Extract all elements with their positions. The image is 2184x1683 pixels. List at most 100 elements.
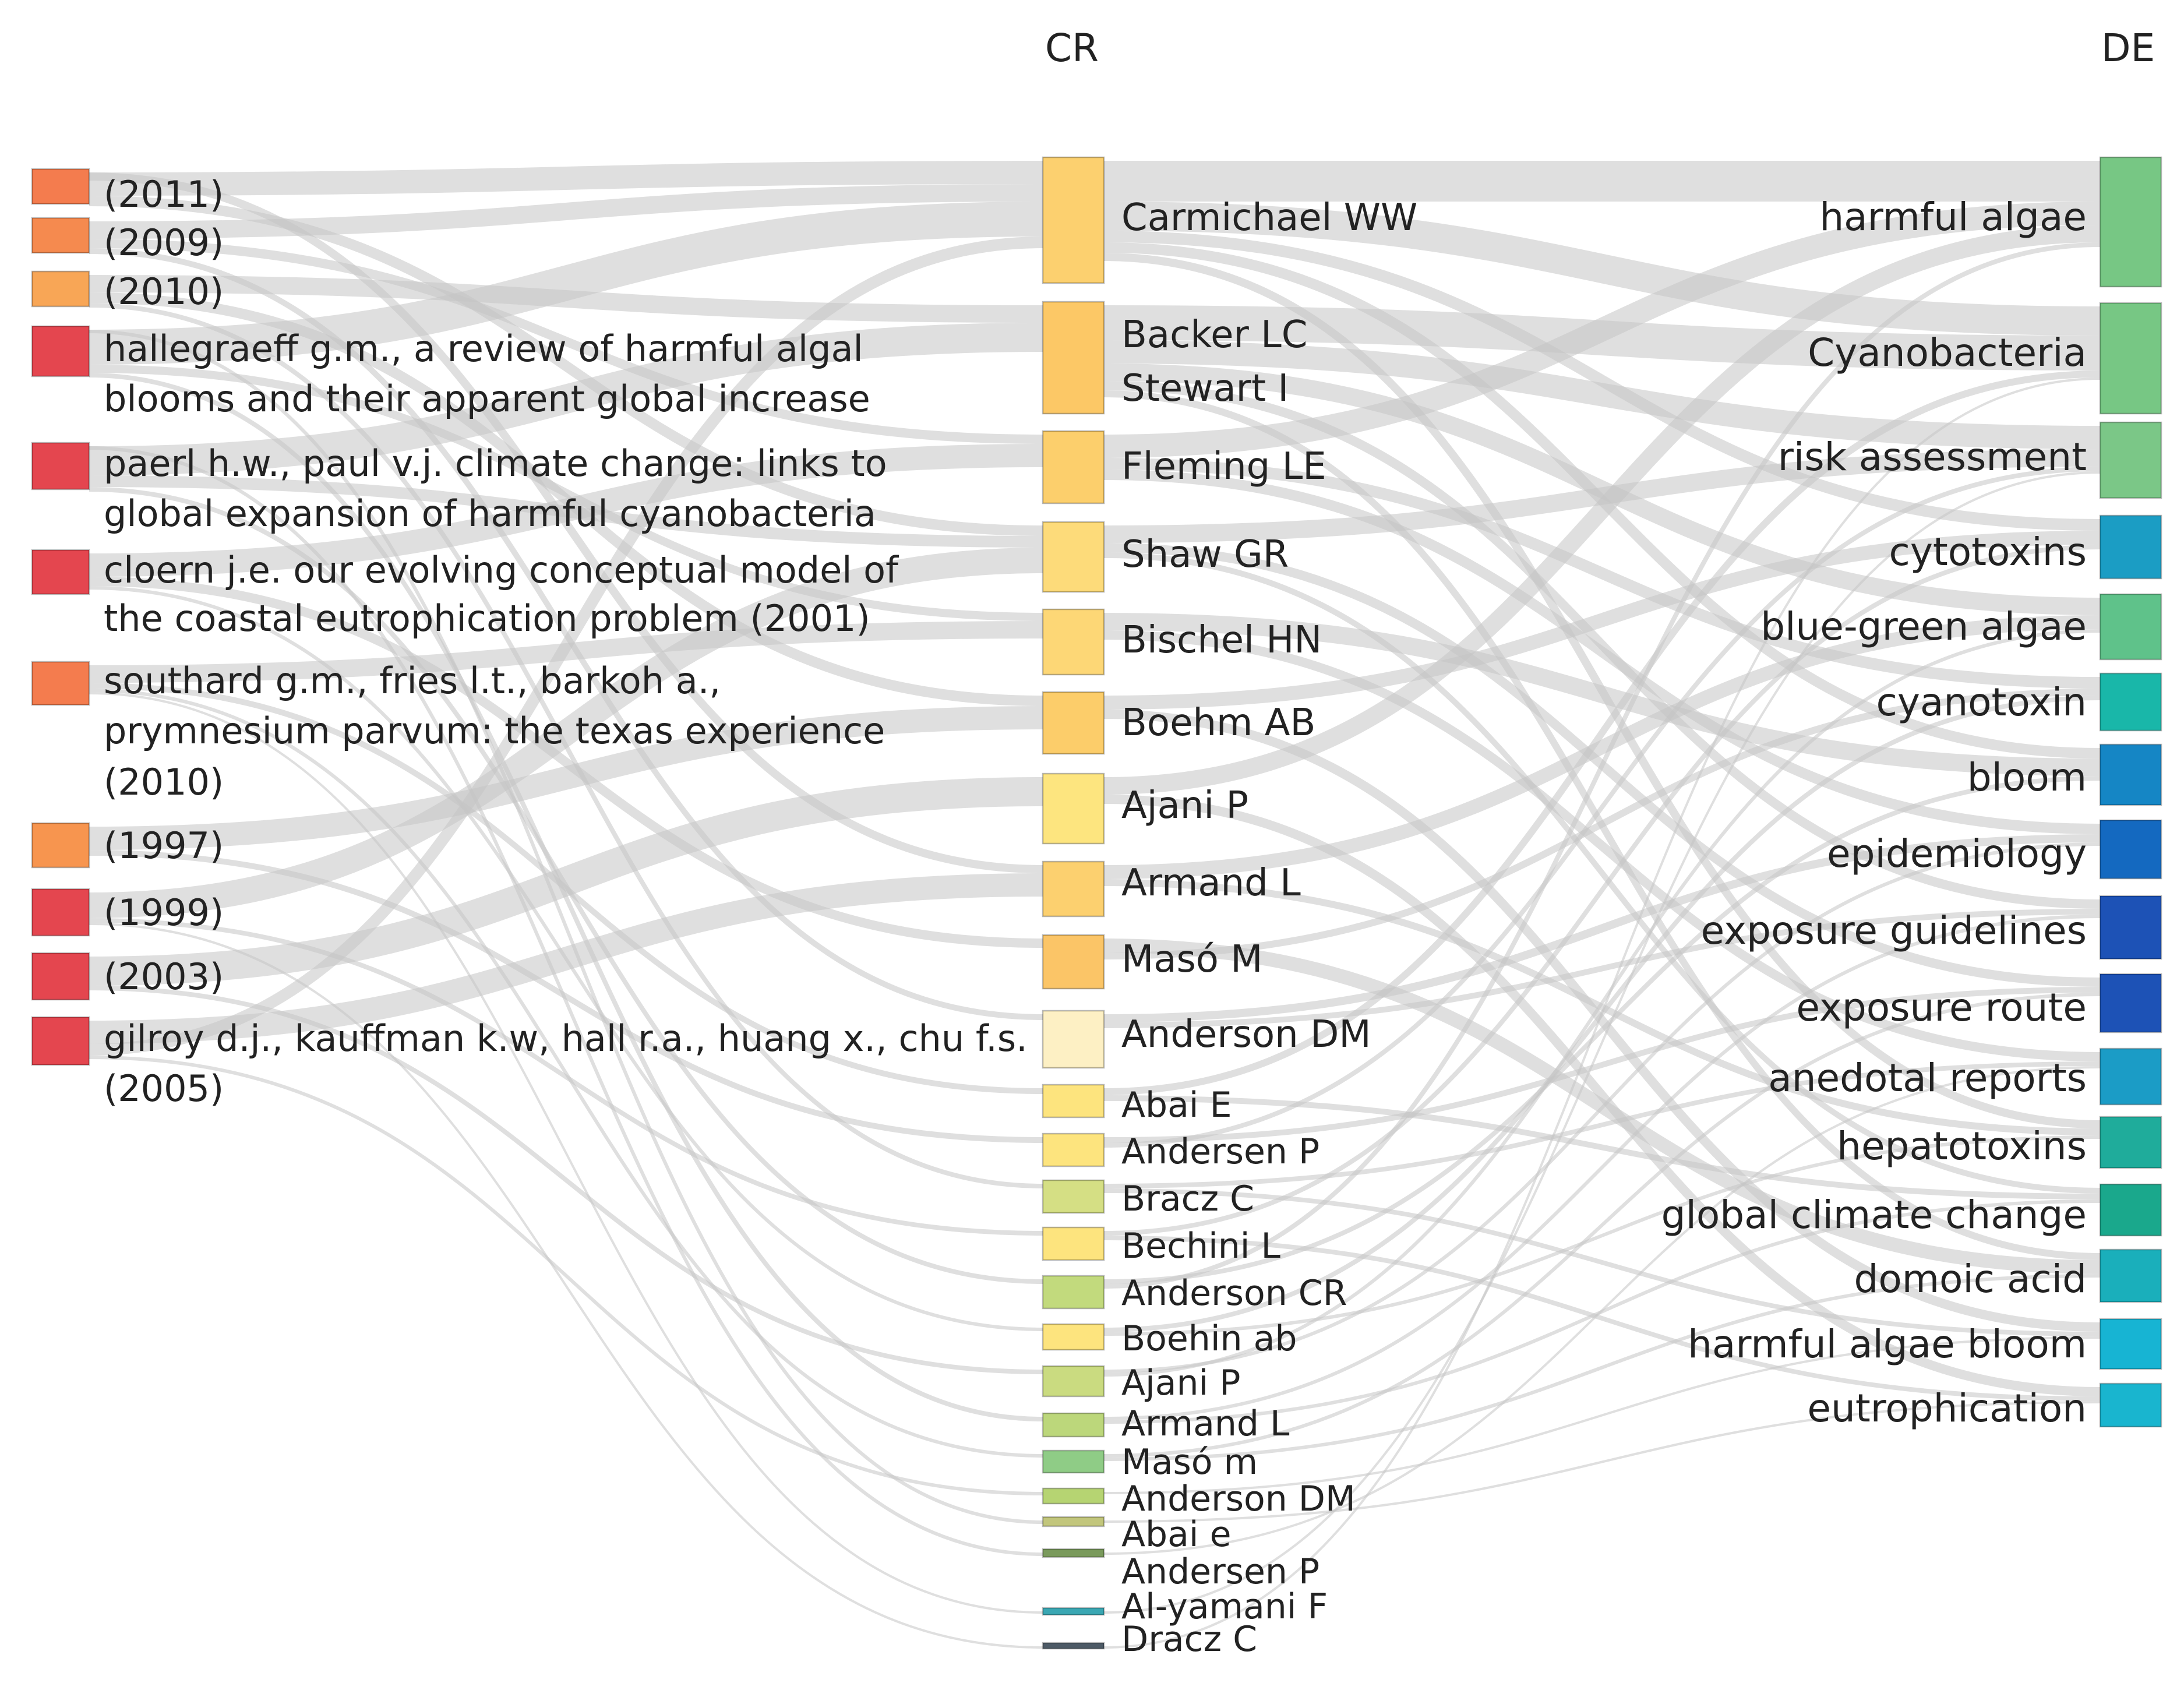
de-node-label: bloom — [1967, 755, 2087, 800]
flow-cr-to-de — [1103, 629, 2101, 1377]
left-node-box[interactable] — [31, 549, 90, 595]
cr-node-box[interactable] — [1042, 1449, 1105, 1474]
cr-node-label: Ajani P — [1121, 784, 1248, 827]
cr-node-box[interactable] — [1042, 1132, 1105, 1167]
left-node-box[interactable] — [31, 270, 90, 308]
left-node-box[interactable] — [31, 168, 90, 205]
de-node-box[interactable] — [2099, 819, 2162, 880]
cr-node-label: Anderson DM — [1121, 1013, 1371, 1056]
cr-node-label: Andersen P — [1121, 1551, 1319, 1592]
cr-node-box[interactable] — [1042, 1516, 1105, 1527]
cr-node-box[interactable] — [1042, 1179, 1105, 1214]
cr-node-box[interactable] — [1042, 521, 1105, 593]
flow-cr-to-de — [1103, 202, 2101, 458]
flow-cr-to-de — [1103, 1135, 2101, 1336]
flow-cr-to-de — [1103, 531, 2101, 710]
de-node-label: anedotal reports — [1768, 1056, 2087, 1100]
flow-left-to-cr — [89, 873, 1043, 1044]
flow-left-to-cr — [89, 918, 1043, 1236]
flow-cr-to-de — [1103, 471, 2101, 1614]
de-node-box[interactable] — [2099, 302, 2162, 415]
column-title-de: DE — [2101, 26, 2155, 70]
left-node-box[interactable] — [31, 952, 90, 1001]
left-node-label: (1999) — [104, 891, 224, 934]
cr-node-box[interactable] — [1042, 301, 1105, 415]
cr-node-box[interactable] — [1042, 691, 1105, 755]
flow-left-to-cr — [89, 692, 1043, 1614]
left-node-label: (2011) — [104, 173, 224, 216]
left-node-box[interactable] — [31, 1016, 90, 1066]
flow-cr-to-de — [1103, 834, 2101, 1022]
de-node-box[interactable] — [2099, 1047, 2162, 1106]
flow-cr-to-de — [1103, 202, 2101, 336]
de-node-box[interactable] — [2099, 421, 2162, 499]
flow-left-to-cr — [89, 1056, 1043, 1495]
de-node-box[interactable] — [2099, 672, 2162, 732]
cr-node-box[interactable] — [1042, 1084, 1105, 1119]
de-node-label: cytotoxins — [1889, 530, 2087, 574]
cr-node-label: Abai e — [1121, 1514, 1232, 1555]
cr-node-box[interactable] — [1042, 1323, 1105, 1351]
left-node-box[interactable] — [31, 325, 90, 377]
flow-left-to-cr — [89, 202, 1043, 365]
de-node-box[interactable] — [2099, 593, 2162, 661]
left-node-label: (2010) — [104, 270, 224, 313]
cr-node-box[interactable] — [1042, 1365, 1105, 1398]
flow-left-to-cr — [89, 237, 1043, 1056]
flow-left-to-cr — [89, 923, 1043, 1649]
flow-cr-to-de — [1103, 1401, 2101, 1523]
cr-node-box[interactable] — [1042, 1607, 1105, 1616]
cr-node-label: Anderson DM — [1121, 1479, 1356, 1519]
cr-node-box[interactable] — [1042, 608, 1105, 676]
left-node-label: (2003) — [104, 955, 224, 998]
de-node-label: epidemiology — [1827, 831, 2087, 876]
de-node-box[interactable] — [2099, 156, 2162, 288]
cr-node-box[interactable] — [1042, 1226, 1105, 1261]
flow-cr-to-de — [1103, 449, 2101, 543]
flow-left-to-cr — [89, 161, 1043, 196]
de-node-box[interactable] — [2099, 1248, 2162, 1303]
de-node-box[interactable] — [2099, 1183, 2162, 1237]
flow-cr-to-de — [1103, 1066, 2101, 1555]
de-node-box[interactable] — [2099, 514, 2162, 580]
cr-node-label: Bischel HN — [1121, 619, 1322, 662]
left-node-label: hallegraeff g.m., a review of harmful al… — [104, 327, 863, 370]
left-node-box[interactable] — [31, 442, 90, 491]
flow-left-to-cr — [89, 777, 1043, 986]
flow-left-to-cr — [89, 323, 1043, 475]
de-node-box[interactable] — [2099, 743, 2162, 806]
flow-left-to-cr — [89, 365, 1043, 621]
flow-cr-to-de — [1103, 225, 2101, 795]
flow-left-to-cr — [89, 444, 1043, 577]
de-node-box[interactable] — [2099, 895, 2162, 960]
flow-cr-to-de — [1103, 371, 2101, 1095]
cr-node-box[interactable] — [1042, 772, 1105, 845]
de-node-box[interactable] — [2099, 1116, 2162, 1169]
cr-node-box[interactable] — [1042, 156, 1105, 284]
de-node-box[interactable] — [2099, 1318, 2162, 1370]
left-node-box[interactable] — [31, 661, 90, 706]
cr-node-box[interactable] — [1042, 1487, 1105, 1505]
flow-cr-to-de — [1103, 615, 2101, 879]
cr-node-box[interactable] — [1042, 934, 1105, 990]
cr-node-box[interactable] — [1042, 1275, 1105, 1310]
left-node-label: paerl h.w., paul v.j. climate change: li… — [104, 442, 887, 485]
cr-node-box[interactable] — [1042, 1642, 1105, 1650]
cr-node-box[interactable] — [1042, 430, 1105, 504]
flow-cr-to-de — [1103, 842, 2101, 1373]
de-node-label: blue-green algae — [1760, 604, 2087, 649]
cr-node-label: Armand L — [1121, 1403, 1290, 1444]
de-node-box[interactable] — [2099, 1382, 2162, 1428]
left-node-box[interactable] — [31, 217, 90, 254]
left-node-label: global expansion of harmful cyanobacteri… — [104, 492, 876, 535]
flow-left-to-cr — [89, 548, 1043, 918]
cr-node-box[interactable] — [1042, 1548, 1105, 1558]
cr-node-box[interactable] — [1042, 860, 1105, 918]
flow-cr-to-de — [1103, 242, 2101, 1289]
left-node-box[interactable] — [31, 822, 90, 869]
left-node-box[interactable] — [31, 888, 90, 937]
cr-node-box[interactable] — [1042, 1010, 1105, 1069]
de-node-box[interactable] — [2099, 973, 2162, 1033]
cr-node-label: Al-yamani F — [1121, 1586, 1328, 1627]
cr-node-box[interactable] — [1042, 1412, 1105, 1438]
